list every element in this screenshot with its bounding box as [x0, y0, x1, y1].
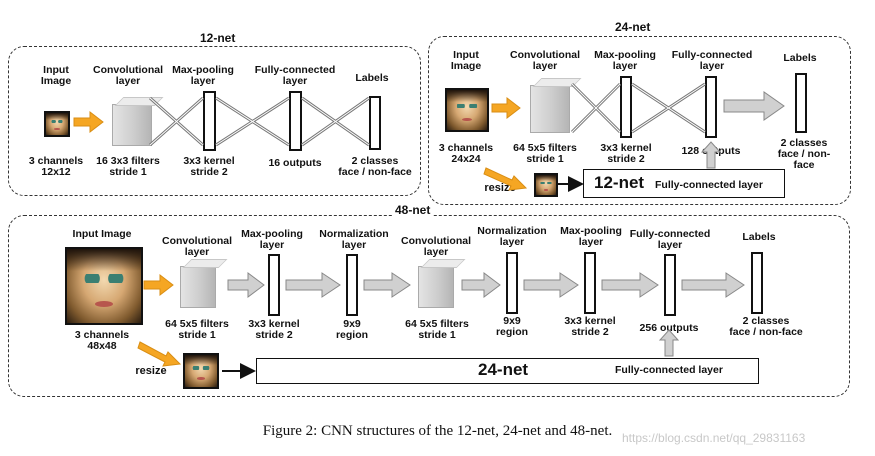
pool-bar-24 [620, 76, 632, 138]
desc-pool2-48: 3x3 kernel stride 2 [564, 315, 616, 338]
gray-up-arrow-24 [700, 141, 722, 169]
desc-norm2-48: 9x9 region [495, 315, 529, 338]
gray-arrow-24-fc-labels [723, 91, 785, 121]
label-input-image-24: Input Image [450, 49, 482, 72]
label-fc-layer-24: Fully-connected layer [671, 49, 753, 72]
pool2-bar-48 [584, 252, 596, 314]
conv-block-24 [530, 85, 570, 133]
connections-12-inner [149, 97, 370, 146]
watermark-text: https://blog.csdn.net/qq_29831163 [622, 431, 806, 445]
figure-caption: Figure 2: CNN structures of the 12-net, … [262, 423, 613, 439]
face-image-12 [44, 111, 70, 137]
panel-title-12net: 12-net [197, 31, 239, 45]
desc-fc-24: 128 outputs [681, 145, 741, 157]
labels-bar-48 [751, 252, 763, 314]
resize-orange-arrow-24 [483, 167, 528, 191]
desc-norm1-48: 9x9 region [335, 318, 369, 341]
gray-arrows-48 [227, 272, 745, 298]
panel-24net [428, 36, 851, 205]
desc-labels-12: 2 classes face / non-face [338, 155, 412, 178]
desc-conv2-48: 64 5x5 filters stride 1 [405, 318, 469, 341]
panel-title-24net: 24-net [612, 20, 654, 34]
label-norm2-layer-48: Normalization layer [477, 225, 547, 248]
labels-bar-24 [795, 73, 807, 133]
desc-input-48: 3 channels 48x48 [74, 329, 130, 352]
connections-24-inner [571, 83, 706, 133]
panel-title-48net: 48-net [392, 203, 434, 217]
label-conv-layer-12: Convolutional layer [93, 64, 163, 87]
subnet-fc-label-48: Fully-connected layer [615, 364, 723, 376]
subnet-box-24net [256, 358, 759, 384]
face-image-48 [65, 247, 143, 325]
desc-input-24: 3 channels 24x24 [438, 142, 494, 165]
label-labels-24: Labels [783, 52, 817, 64]
norm1-bar-48 [346, 254, 358, 316]
resize-orange-arrow-48 [137, 341, 182, 367]
label-input-image-12: Input Image [40, 64, 72, 87]
desc-labels-48: 2 classes face / non-face [729, 315, 803, 338]
label-conv2-layer-48: Convolutional layer [401, 235, 471, 258]
orange-arrow-12 [73, 110, 104, 134]
conv2-block-48 [418, 266, 454, 308]
gray-up-arrow-48 [658, 329, 680, 357]
label-pool1-layer-48: Max-pooling layer [241, 228, 303, 251]
conv1-block-48 [180, 266, 216, 308]
face-image-48-resized [183, 353, 219, 389]
conv-block-12 [112, 104, 152, 146]
connections-24 [570, 82, 706, 134]
panel-12net [8, 46, 421, 196]
desc-labels-24: 2 classes face / non-face [777, 137, 831, 171]
desc-conv-24: 64 5x5 filters stride 1 [513, 142, 577, 165]
subnet-name-12net: 12-net [594, 173, 645, 192]
orange-arrow-48 [143, 273, 174, 297]
pool1-bar-48 [268, 254, 280, 316]
desc-fc-12: 16 outputs [268, 157, 322, 169]
label-labels-48: Labels [742, 231, 776, 243]
label-pool-layer-12: Max-pooling layer [172, 64, 234, 87]
label-pool2-layer-48: Max-pooling layer [560, 225, 622, 248]
subnet-name-24net: 24-net [478, 360, 529, 379]
orange-arrow-24 [491, 96, 521, 120]
label-norm1-layer-48: Normalization layer [319, 228, 389, 251]
label-pool-layer-24: Max-pooling layer [594, 49, 656, 72]
desc-conv-12: 16 3x3 filters stride 1 [96, 155, 160, 178]
subnet-fc-label-24: Fully-connected layer [655, 179, 763, 191]
face-image-24 [445, 88, 489, 132]
label-fc-layer-48: Fully-connected layer [629, 228, 711, 251]
norm2-bar-48 [506, 252, 518, 314]
label-input-image-48: Input Image [72, 228, 132, 240]
label-labels-12: Labels [355, 72, 389, 84]
desc-pool-24: 3x3 kernel stride 2 [600, 142, 652, 165]
resize-label-24: resize [484, 182, 516, 194]
desc-input-12: 3 channels 12x12 [28, 155, 84, 178]
desc-conv1-48: 64 5x5 filters stride 1 [165, 318, 229, 341]
resize-label-48: resize [135, 365, 167, 377]
label-fc-layer-12: Fully-connected layer [254, 64, 336, 87]
label-conv1-layer-48: Convolutional layer [162, 235, 232, 258]
face-image-24-resized [534, 173, 558, 197]
desc-pool1-48: 3x3 kernel stride 2 [248, 318, 300, 341]
label-conv-layer-24: Convolutional layer [510, 49, 580, 72]
fc-bar-24 [705, 76, 717, 138]
fc-bar-48 [664, 254, 676, 316]
desc-pool-12: 3x3 kernel stride 2 [183, 155, 235, 178]
pool-bar-12 [203, 91, 216, 151]
labels-bar-12 [369, 96, 381, 150]
fc-bar-12 [289, 91, 302, 151]
desc-fc-48: 256 outputs [639, 322, 699, 334]
